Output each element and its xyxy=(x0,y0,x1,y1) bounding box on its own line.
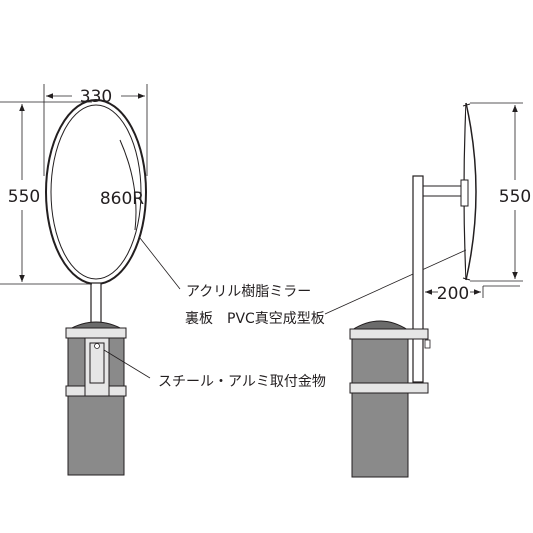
backplate-material-label: 裏板 PVC真空成型板 xyxy=(185,310,325,327)
side-mount-plate xyxy=(460,179,469,207)
side-band-bottom xyxy=(349,382,429,394)
side-arm xyxy=(422,185,464,197)
side-height-label: 550 xyxy=(499,187,531,207)
bracket-leader xyxy=(103,349,151,379)
side-bolt xyxy=(424,339,431,349)
mirror-leader xyxy=(139,237,181,290)
front-mirror-inner xyxy=(50,104,142,280)
front-view: 330 550 860R xyxy=(0,84,148,476)
side-view: 550 200 xyxy=(349,102,531,478)
backplate-leader xyxy=(324,249,467,315)
front-bracket-slot xyxy=(89,342,105,384)
radius-arc xyxy=(119,139,137,231)
front-pole xyxy=(90,282,102,329)
mirror-material-label: アクリル樹脂ミラー xyxy=(186,284,311,300)
front-height-label: 550 xyxy=(8,187,40,207)
side-pole xyxy=(412,175,424,383)
side-depth-label: 200 xyxy=(437,284,469,304)
side-mirror-face xyxy=(465,102,477,281)
annotations: アクリル樹脂ミラー 裏板 PVC真空成型板 スチール・アルミ取付金物 xyxy=(103,237,467,390)
radius-label: 860R xyxy=(100,189,144,209)
side-mirror-edge-top xyxy=(462,103,471,107)
front-band-top xyxy=(65,327,127,339)
side-mirror-edge-bottom xyxy=(462,277,471,281)
side-post xyxy=(351,334,409,478)
front-width-label: 330 xyxy=(80,87,112,107)
bracket-material-label: スチール・アルミ取付金物 xyxy=(158,374,326,390)
side-band-top xyxy=(349,328,429,340)
front-bolt xyxy=(94,343,100,349)
